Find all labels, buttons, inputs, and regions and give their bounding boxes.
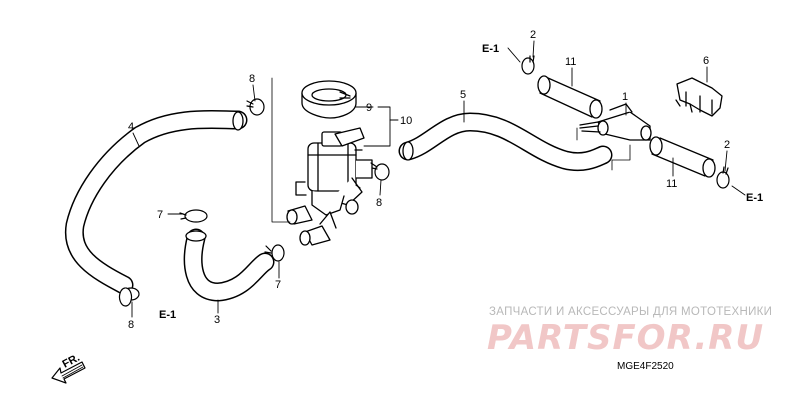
callout-8-upper: 8 [249,73,255,85]
fr-arrow-icon [51,361,86,384]
callout-4: 4 [128,121,134,133]
callout-8-valve: 8 [376,197,382,209]
callout-5: 5 [460,89,466,101]
callout-9: 9 [366,102,372,114]
hose-4[interactable] [64,109,248,295]
callout-7-lower: 7 [275,279,281,291]
clamp-2-lower[interactable] [716,166,730,189]
callout-10: 10 [400,115,412,127]
callout-2-upper: 2 [530,29,536,41]
hose-5[interactable] [398,112,613,172]
callout-7-upper: 7 [157,209,163,221]
hose-11-lower[interactable] [649,136,716,178]
holder-6[interactable] [675,77,723,117]
ref-e1-right: E-1 [746,192,763,204]
ref-e1-lower: E-1 [159,309,176,321]
callout-2-lower: 2 [724,139,730,151]
hose-3[interactable] [183,228,275,302]
ref-e1-upper: E-1 [482,43,499,55]
control-valve-10[interactable] [286,127,373,246]
clamp-8-upper[interactable] [246,98,265,116]
watermark-brand: PARTSFOR.RU [487,318,765,358]
callout-11-upper: 11 [565,56,576,68]
callout-labels: 8 4 8 7 3 7 8 9 10 5 11 2 1 11 2 6 E-1 E… [61,29,764,371]
clamp-8-valve[interactable] [370,162,390,181]
watermark-subtitle: ЗАПЧАСТИ И АКСЕССУАРЫ ДЛЯ МОТОТЕХНИКИ [489,306,773,318]
diagram-code: MGE4F2520 [617,361,674,372]
leader-lines [131,40,746,318]
clamp-7-upper[interactable] [179,209,208,223]
clamp-2-upper[interactable] [521,55,535,75]
callout-3: 3 [214,314,220,326]
callout-11-lower: 11 [666,178,677,190]
joint-1[interactable] [579,103,652,141]
callout-1: 1 [622,91,628,103]
clamp-7-lower[interactable] [264,244,285,262]
hose-11-upper[interactable] [537,75,603,119]
callout-8-lower: 8 [128,319,134,331]
callout-6: 6 [703,55,709,67]
band-9[interactable] [301,80,357,119]
